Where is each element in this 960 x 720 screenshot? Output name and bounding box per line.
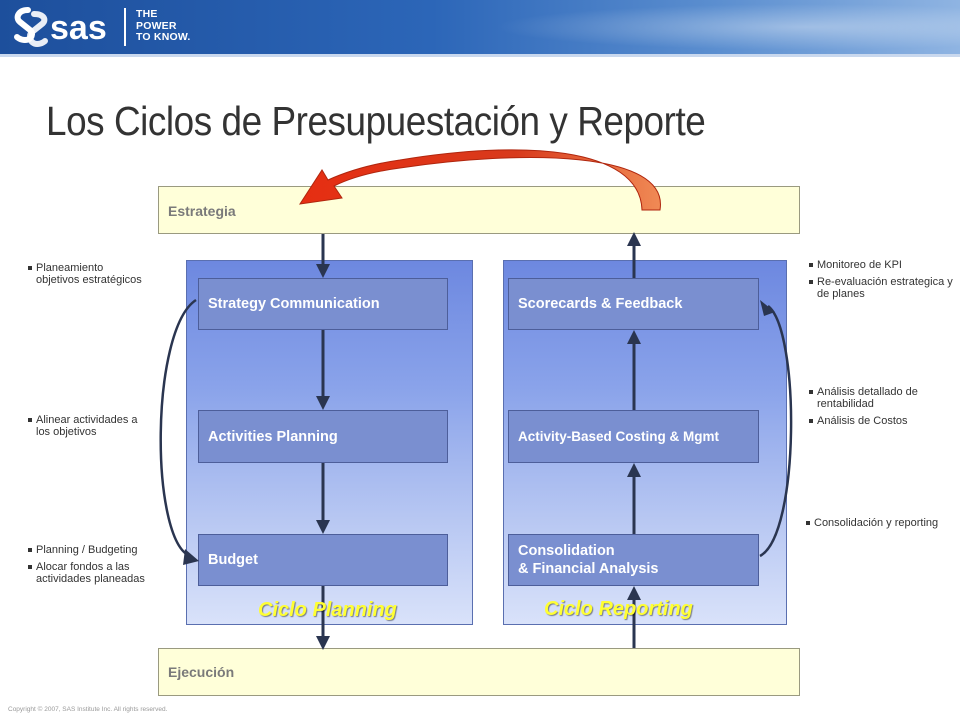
- note-kpi-monitoring: Monitoreo de KPI Re-evaluación estrategi…: [809, 259, 957, 305]
- note-item: Planeamiento objetivos estratégicos: [28, 262, 146, 286]
- note-item: Alinear actividades a los objetivos: [28, 414, 146, 438]
- svg-text:sas: sas: [50, 9, 107, 47]
- stage-activities-planning: Activities Planning: [198, 410, 448, 463]
- tagline-line: TO KNOW.: [136, 31, 191, 43]
- note-budgeting: Planning / Budgeting Alocar fondos a las…: [28, 544, 146, 590]
- tagline-line: POWER: [136, 19, 177, 32]
- reporting-cycle-label: Ciclo Reporting: [544, 598, 693, 620]
- note-item: Alocar fondos a las actividades planeada…: [28, 561, 146, 585]
- execution-label: Ejecución: [168, 664, 235, 680]
- banner-decoration: [440, 0, 960, 54]
- stage-consolidation: Consolidation & Financial Analysis: [508, 534, 759, 586]
- note-item: Planning / Budgeting: [28, 544, 146, 556]
- tagline: THE POWER TO KNOW.: [136, 8, 191, 44]
- note-item: Consolidación y reporting: [806, 517, 958, 529]
- page-title: Los Ciclos de Presupuestación y Reporte: [46, 98, 706, 144]
- stage-activity-based-costing: Activity-Based Costing & Mgmt: [508, 410, 759, 463]
- stage-label: Activities Planning: [208, 428, 338, 445]
- stage-budget: Budget: [198, 534, 448, 586]
- stage-label: Strategy Communication: [208, 296, 380, 312]
- note-item: Re-evaluación estrategica y de planes: [809, 276, 957, 300]
- note-item: Monitoreo de KPI: [809, 259, 957, 271]
- note-consolidation: Consolidación y reporting: [806, 517, 958, 534]
- header-banner: sas THE POWER TO KNOW.: [0, 0, 960, 54]
- sas-logo: sas: [14, 7, 107, 48]
- planning-cycle-label: Ciclo Planning: [258, 599, 397, 621]
- banner-underline: [0, 54, 960, 57]
- stage-label: & Financial Analysis: [518, 561, 659, 577]
- logo-divider: [124, 8, 126, 46]
- strategy-label: Estrategia: [168, 203, 236, 219]
- copyright: Copyright © 2007, SAS Institute Inc. All…: [8, 706, 168, 713]
- stage-label: Activity-Based Costing & Mgmt: [518, 429, 720, 444]
- stage-strategy-communication: Strategy Communication: [198, 278, 448, 330]
- stage-scorecards-feedback: Scorecards & Feedback: [508, 278, 759, 330]
- stage-label: Scorecards & Feedback: [518, 296, 683, 312]
- tagline-line: THE: [136, 8, 158, 20]
- note-item: Análisis detallado de rentabilidad: [809, 386, 957, 410]
- note-item: Análisis de Costos: [809, 415, 957, 427]
- execution-band: Ejecución: [158, 648, 800, 696]
- stage-label: Consolidation: [518, 543, 615, 559]
- strategy-band: Estrategia: [158, 186, 800, 234]
- stage-label: Budget: [208, 552, 258, 568]
- note-strategic-planning: Planeamiento objetivos estratégicos: [28, 262, 146, 291]
- note-align-activities: Alinear actividades a los objetivos: [28, 414, 146, 443]
- note-profitability: Análisis detallado de rentabilidad Análi…: [809, 386, 957, 432]
